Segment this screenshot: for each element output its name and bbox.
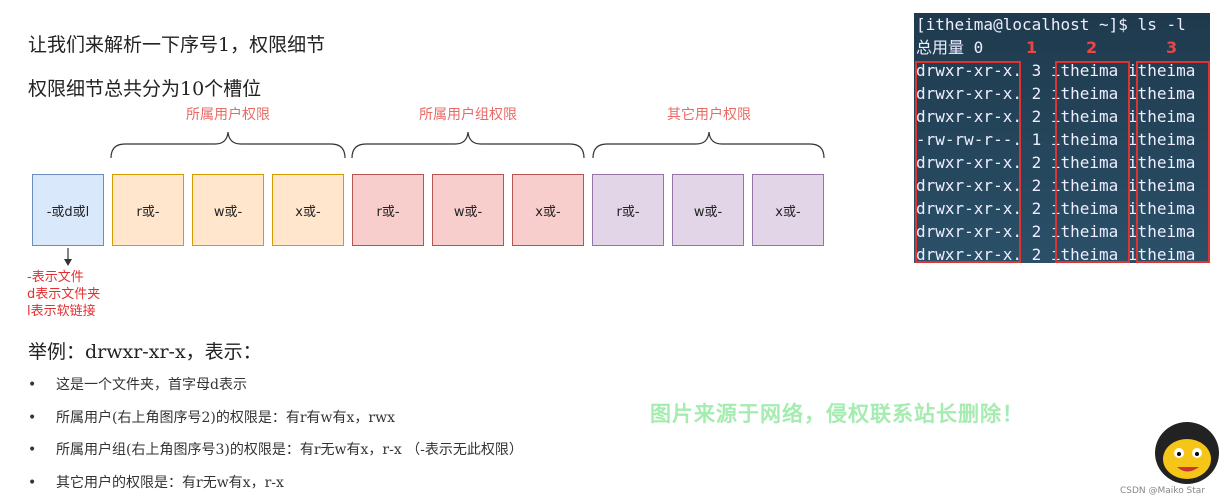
bullet-text: 其它用户的权限是：有r无w有x，r-x: [56, 475, 284, 491]
arrow-head-icon: [64, 259, 72, 266]
bullet-text: 所属用户(右上角图序号2)的权限是：有r有w有x，rwx: [56, 410, 395, 426]
braces: [64, 131, 825, 266]
marker-2: 2: [1086, 38, 1098, 57]
bullet-text: 这是一个文件夹，首字母d表示: [56, 377, 247, 393]
brace-group: [351, 131, 585, 159]
slot-type: -或d或l: [32, 174, 104, 246]
bullet-text: 所属用户组(右上角图序号3)的权限是：有r无w有x，r-x （-表示无此权限）: [56, 442, 523, 458]
bullet-item: •这是一个文件夹，首字母d表示: [28, 377, 247, 393]
bullet-item: •所属用户组(右上角图序号3)的权限是：有r无w有x，r-x （-表示无此权限）: [28, 442, 523, 458]
slot-owner-x: x或-: [272, 174, 344, 246]
highlight-box-1: [915, 61, 1021, 263]
credit: CSDN @Maiko Star: [1120, 486, 1206, 496]
heading-1: 让我们来解析一下序号1，权限细节: [28, 34, 326, 56]
terminal-screenshot: [itheima@localhost ~]$ ls -l 总用量 0 drwxr…: [914, 13, 1210, 264]
terminal-total: 总用量 0: [916, 38, 984, 57]
highlight-box-2: [1055, 61, 1130, 263]
slot-owner-r: r或-: [112, 174, 184, 246]
mascot-icon: [1155, 422, 1219, 484]
slot-owner-w: w或-: [192, 174, 264, 246]
brace-other: [592, 131, 825, 159]
bullet-item: •所属用户(右上角图序号2)的权限是：有r有w有x，rwx: [28, 410, 395, 426]
terminal-prompt: [itheima@localhost ~]$ ls -l: [916, 15, 1186, 34]
slot-other-x: x或-: [752, 174, 824, 246]
group-label-group: 所属用户组权限: [419, 107, 517, 123]
marker-3: 3: [1166, 38, 1178, 57]
slot-other-r: r或-: [592, 174, 664, 246]
example-title: 举例：drwxr-xr-x，表示：: [28, 341, 262, 363]
note-link: l表示软链接: [27, 304, 96, 319]
bullet-item: •其它用户的权限是：有r无w有x，r-x: [28, 475, 284, 491]
group-label-owner: 所属用户权限: [186, 107, 270, 123]
watermark: 图片来源于网络，侵权联系站长删除！: [650, 402, 1024, 426]
highlight-box-3: [1136, 61, 1210, 263]
note-file: -表示文件: [27, 270, 84, 285]
slot-group-w: w或-: [432, 174, 504, 246]
note-dir: d表示文件夹: [27, 287, 101, 302]
brace-owner: [110, 131, 346, 159]
group-label-other: 其它用户权限: [667, 107, 751, 123]
slot-group-x: x或-: [512, 174, 584, 246]
slot-group-r: r或-: [352, 174, 424, 246]
marker-1: 1: [1026, 38, 1038, 57]
heading-2: 权限细节总共分为10个槽位: [28, 78, 262, 100]
slot-other-w: w或-: [672, 174, 744, 246]
type-notes: -表示文件 d表示文件夹 l表示软链接: [27, 269, 100, 320]
